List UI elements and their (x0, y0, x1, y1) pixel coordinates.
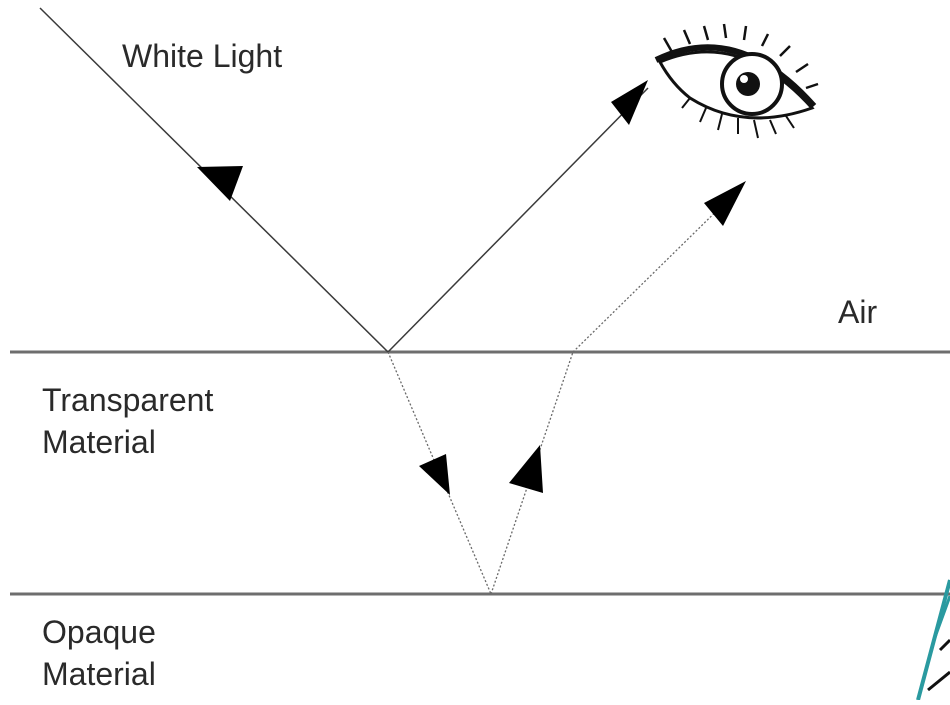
white-light-label: White Light (122, 38, 283, 74)
transparent-label-line1: Transparent (42, 382, 214, 418)
corner-object (916, 579, 950, 701)
refracted-down-arrowhead (419, 454, 450, 495)
air-label: Air (838, 294, 878, 330)
opaque-label-line1: Opaque (42, 614, 156, 650)
exit-arrowhead (704, 181, 746, 226)
reflected-up-arrowhead (509, 445, 543, 493)
opaque-label-line2: Material (42, 655, 156, 692)
eye-icon (654, 23, 819, 139)
surface-reflected-arrowhead (611, 80, 648, 125)
reflected-ray-up (490, 351, 574, 595)
transparent-material-label: Transparent Material (42, 380, 213, 463)
incident-arrowhead (197, 166, 243, 201)
opaque-material-label: Opaque Material (42, 612, 156, 695)
surface-reflected-ray (387, 87, 649, 353)
transparent-label-line2: Material (42, 423, 156, 460)
